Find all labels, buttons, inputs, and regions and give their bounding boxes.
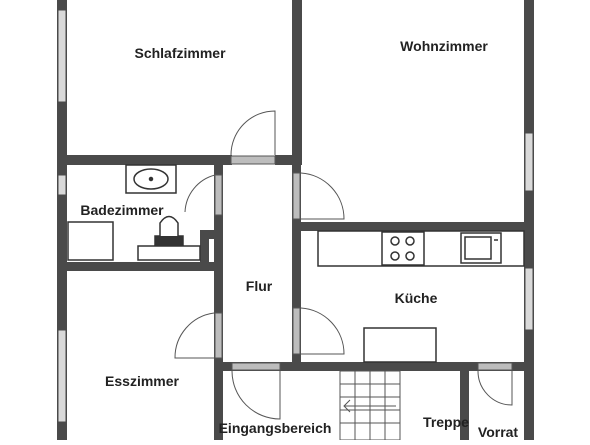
room-label-schlafzimmer: Schlafzimmer bbox=[134, 45, 226, 61]
door-leaf-esszimmer bbox=[214, 312, 223, 359]
stair-arrow bbox=[343, 399, 396, 413]
door-swing-kueche bbox=[300, 307, 345, 355]
vanity bbox=[137, 245, 201, 261]
room-label-vorrat: Vorrat bbox=[477, 424, 519, 440]
bathroom-fixtures bbox=[67, 164, 201, 261]
door-leaf-eingang bbox=[231, 362, 281, 371]
door-leaf-kueche bbox=[292, 307, 301, 355]
room-label-treppe: Treppe bbox=[423, 414, 469, 430]
door-swing-eingang bbox=[231, 370, 281, 420]
door-swing-esszimmer bbox=[174, 312, 215, 359]
kitchen-table bbox=[363, 327, 437, 363]
room-label-flur: Flur bbox=[245, 278, 273, 294]
room-label-esszimmer: Esszimmer bbox=[105, 373, 179, 389]
door-leaf-schlafzimmer bbox=[230, 155, 276, 165]
door-swing-bad bbox=[184, 174, 216, 213]
room-label-badezimmer: Badezimmer bbox=[80, 202, 164, 218]
room-label-kueche: Küche bbox=[394, 290, 438, 306]
toilet-tank bbox=[154, 235, 184, 247]
kitchen-fixtures bbox=[317, 230, 525, 363]
door-leaf-vorrat bbox=[477, 362, 513, 371]
door-swing-vorrat bbox=[477, 370, 513, 406]
windows bbox=[57, 9, 534, 423]
room-label-wohnzimmer: Wohnzimmer bbox=[400, 38, 488, 54]
door-swing-schlafzimmer bbox=[230, 110, 276, 156]
toilet-bowl bbox=[159, 215, 179, 236]
door-leaf-bad bbox=[214, 174, 223, 216]
stove bbox=[381, 231, 425, 266]
door-leaf-wohnzimmer bbox=[292, 172, 301, 220]
shower-tray bbox=[67, 221, 114, 261]
door-swing-wohnzimmer bbox=[300, 172, 345, 220]
walls bbox=[57, 0, 534, 440]
stairs bbox=[339, 370, 401, 441]
room-label-eingangsbereich: Eingangsbereich bbox=[218, 420, 332, 436]
doors bbox=[174, 110, 513, 420]
